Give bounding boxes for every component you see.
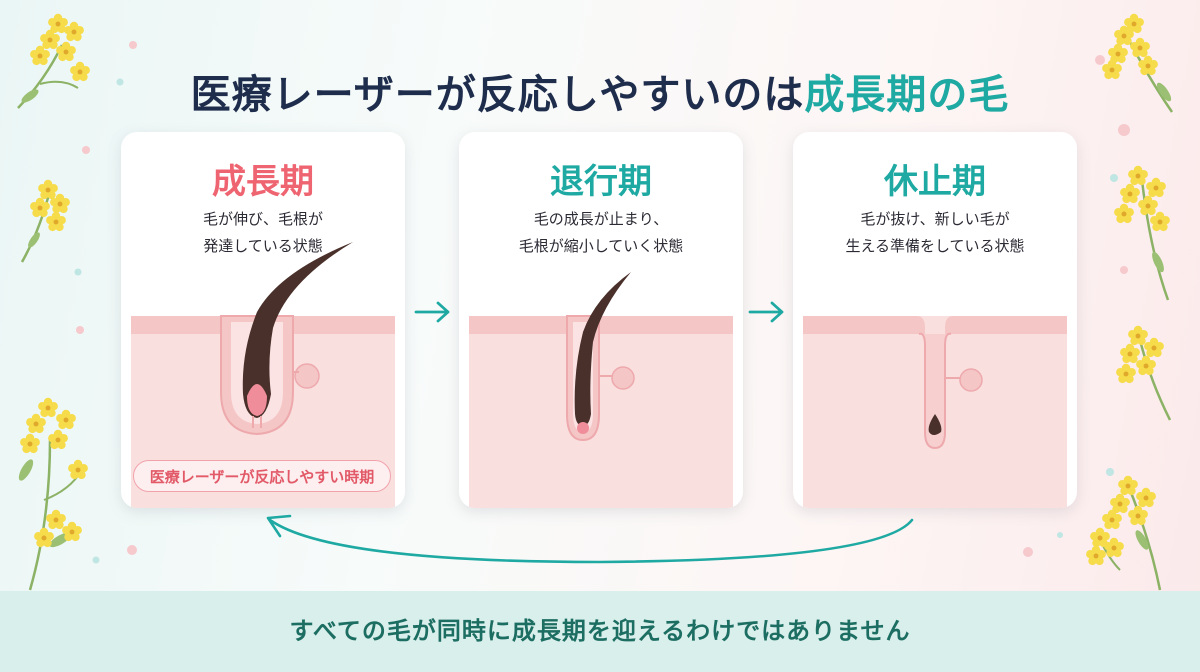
title-main: 医療レーザーが反応しやすいのは (190, 72, 805, 118)
stage-description: 毛の成長が止まり、 毛根が縮小していく状態 (459, 206, 743, 260)
page-title: 医療レーザーが反応しやすいのは成長期の毛 (0, 62, 1200, 120)
hair-illustration-telogen (803, 316, 1067, 508)
rapeseed-flower-icon (18, 397, 88, 591)
stage-name: 休止期 (884, 162, 986, 202)
stage-description-line: 毛が伸び、毛根が (202, 210, 323, 228)
stage-description-line: 毛の成長が止まり、 (533, 210, 669, 228)
title-accent: 成長期の毛 (804, 72, 1010, 118)
right-arrow-icon (414, 301, 450, 323)
stage-card-anagen: 成長期 毛が伸び、毛根が 発達している状態 医療レーザーが反応しやすい時期 (121, 132, 405, 508)
stage-description-line: 発達している状態 (203, 237, 323, 255)
stage-description: 毛が抜け、新しい毛が 生える準備をしている状態 (793, 206, 1077, 260)
rapeseed-flower-icon (1114, 165, 1170, 301)
right-arrow-icon (748, 301, 784, 323)
stage-description-line: 生える準備をしている状態 (845, 237, 1025, 255)
rapeseed-flower-icon (20, 179, 70, 263)
laser-effective-badge: 医療レーザーが反応しやすい時期 (133, 460, 391, 492)
footer-text: すべての毛が同時に成長期を迎えるわけではありません (289, 617, 911, 645)
stage-name: 成長期 (212, 162, 314, 202)
stage-card-catagen: 退行期 毛の成長が止まり、 毛根が縮小していく状態 (459, 132, 743, 508)
footer-banner: すべての毛が同時に成長期を迎えるわけではありません (0, 591, 1200, 672)
stage-name: 退行期 (550, 162, 652, 202)
stage-description-line: 毛根が縮小していく状態 (518, 237, 684, 255)
stage-card-telogen: 休止期 毛が抜け、新しい毛が 生える準備をしている状態 (793, 132, 1077, 508)
stage-description: 毛が伸び、毛根が 発達している状態 (121, 206, 405, 260)
rapeseed-flower-icon (1116, 325, 1172, 421)
rapeseed-flower-icon (1086, 475, 1162, 591)
stage-description-line: 毛が抜け、新しい毛が (860, 210, 1010, 228)
hair-illustration-catagen (469, 272, 733, 508)
